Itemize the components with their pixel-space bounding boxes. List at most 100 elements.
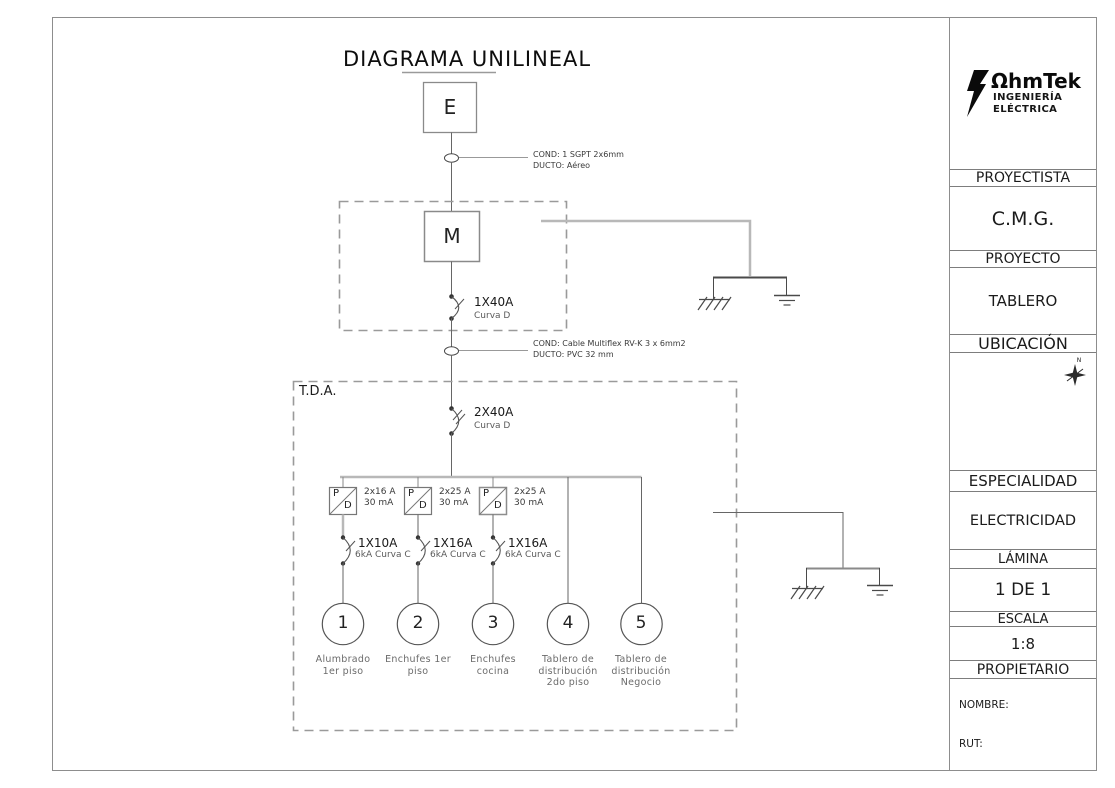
circuit-label-line: distribución [538, 665, 598, 677]
circuit-number: 2 [412, 613, 424, 633]
panel-main-breaker-symbol [449, 406, 466, 436]
differential-rating: 2x25 A [439, 487, 471, 497]
branch-breaker-spec: 6kA Curva C [505, 550, 561, 560]
circuit-label-line: Enchufes 1er [385, 654, 451, 665]
lightning-bolt-icon [967, 70, 990, 117]
circuit-label-line: cocina [476, 665, 510, 677]
circuit-number: 1 [337, 613, 349, 633]
meter-enclosure-dashed-box [338, 200, 568, 332]
proyecto-value: TABLERO [988, 292, 1058, 310]
differential-rating: 2x25 A [514, 487, 546, 497]
feeder-note: COND: Cable Multiflex RV-K 3 x 6mm2 DUCT… [533, 339, 686, 360]
especialidad-value: ELECTRICIDAD [969, 512, 1077, 529]
circuit-label: Tablero de distribución Negocio [581, 654, 701, 689]
differential-d-label: D [494, 500, 502, 511]
chassis-ground-icon [790, 585, 825, 600]
differential-d-label: D [344, 500, 352, 511]
differential-spec: 2x25 A 30 mA [514, 487, 546, 509]
main-breaker-rating: 1X40A [474, 295, 514, 309]
drawing-title: DIAGRAMA UNILINEAL [343, 47, 592, 71]
nombre-label: NOMBRE: [959, 699, 1009, 711]
title-block: ΩhmTek INGENIERÍA ELÉCTRICA PROYECTISTA … [949, 17, 1097, 771]
service-note-line1: COND: 1 SGPT 2x6mm [533, 150, 624, 159]
circuit-label: Enchufes 1er piso [358, 654, 478, 677]
lower-ground-assembly [790, 567, 893, 600]
earth-ground-icon [867, 584, 893, 596]
circuit-label-line: 1er piso [322, 665, 364, 677]
feeder-note-line2: DUCTO: PVC 32 mm [533, 349, 614, 359]
circuit-label-line: Negocio [620, 677, 662, 688]
panel-main-breaker-curve: Curva D [474, 421, 511, 431]
circuit-label: Alumbrado 1er piso [283, 654, 403, 677]
branch-breaker-rating: 1X16A [433, 536, 473, 550]
propietario-cell: NOMBRE: RUT: [950, 679, 1096, 770]
differential-p-label: P [333, 488, 340, 499]
circuit-label-line: Alumbrado [315, 654, 371, 665]
energy-meter-box [422, 81, 478, 134]
chassis-ground-icon [697, 296, 732, 311]
feeder-note-line1: COND: Cable Multiflex RV-K 3 x 6mm2 [533, 339, 686, 348]
differential-rating: 2x16 A [364, 487, 396, 497]
brand-name: ΩhmTek [991, 69, 1081, 93]
service-note-line2: DUCTO: Aéreo [533, 160, 591, 170]
proyecto-header: PROYECTO [950, 250, 1096, 268]
panel-main-breaker-rating: 2X40A [474, 405, 514, 419]
north-label: N [1076, 357, 1082, 364]
ubicacion-header: UBICACIÓN [950, 334, 1096, 353]
compass-star-icon [1064, 364, 1086, 386]
differential-sensitivity: 30 mA [364, 498, 394, 508]
panel-ground-feed-line [713, 512, 844, 568]
circuit-number: 5 [635, 613, 647, 633]
meter-box-label: M [443, 224, 461, 248]
energy-meter-label: E [443, 95, 457, 119]
upper-ground-assembly [697, 276, 800, 311]
lamina-header: LÁMINA [950, 549, 1096, 569]
differential-symbols [328, 486, 508, 516]
brand-subtitle-line2: ELÉCTRICA [993, 104, 1058, 115]
circuit-label-line: distribución [611, 665, 671, 677]
escala-value: 1:8 [1010, 634, 1036, 653]
panel-label: T.D.A. [299, 384, 337, 399]
especialidad-header: ESPECIALIDAD [950, 470, 1096, 492]
circuit-label-line: Tablero de [615, 654, 667, 665]
tda-enclosure-dashed-box [292, 380, 738, 732]
north-arrow: N [1062, 357, 1088, 390]
lamina-value: 1 DE 1 [994, 580, 1052, 600]
main-breaker-symbol [449, 294, 465, 321]
branch-breaker-spec: 6kA Curva C [355, 550, 411, 560]
branch-breaker-symbols [340, 535, 506, 566]
main-breaker-curve: Curva D [474, 311, 511, 321]
branch-breaker-rating: 1X16A [508, 536, 548, 550]
logo: ΩhmTek INGENIERÍA ELÉCTRICA [950, 18, 1096, 169]
escala-header: ESCALA [950, 611, 1096, 627]
earth-ground-icon [774, 294, 800, 306]
branch-breaker-rating: 1X10A [358, 536, 398, 550]
differential-spec: 2x16 A 30 mA [364, 487, 396, 509]
differential-p-label: P [408, 488, 415, 499]
circuit-label: Enchufes cocina [433, 654, 553, 677]
meter-ground-feed-line [541, 219, 752, 276]
service-connector [444, 153, 459, 163]
proyectista-value: C.M.G. [991, 207, 1055, 230]
ubicacion-cell: N [950, 353, 1096, 470]
circuit-label-line: Enchufes [470, 654, 516, 665]
differential-d-label: D [419, 500, 427, 511]
circuit-label-line: Tablero de [542, 654, 594, 665]
differential-sensitivity: 30 mA [514, 498, 544, 508]
circuit-number: 4 [562, 613, 574, 633]
branch-breaker-spec: 6kA Curva C [430, 550, 486, 560]
circuit-label: Tablero de distribución 2do piso [508, 654, 628, 689]
circuit-label-line: piso [407, 665, 429, 677]
differential-sensitivity: 30 mA [439, 498, 469, 508]
circuit-number: 3 [487, 613, 499, 633]
brand-subtitle-line1: INGENIERÍA [993, 92, 1063, 103]
service-note: COND: 1 SGPT 2x6mm DUCTO: Aéreo [533, 150, 624, 171]
propietario-header: PROPIETARIO [950, 660, 1096, 679]
feeder-connector [444, 346, 459, 356]
rut-label: RUT: [959, 738, 983, 750]
circuit-circles [321, 602, 663, 646]
proyectista-header: PROYECTISTA [950, 169, 1096, 187]
differential-p-label: P [483, 488, 490, 499]
